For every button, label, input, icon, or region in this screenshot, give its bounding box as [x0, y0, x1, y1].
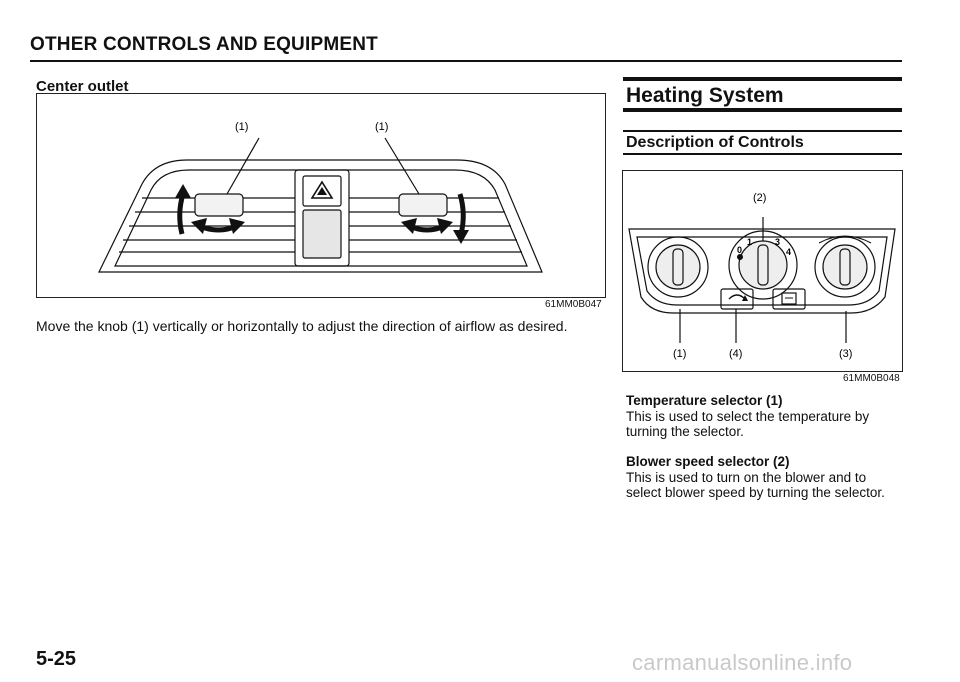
heater-panel-illustration: (2) (1) (4) (3) 0 1 3 4	[628, 192, 896, 360]
panel-figure-code: 61MM0B048	[843, 373, 900, 384]
airflow-mode-icons	[818, 235, 872, 244]
panel-callout-bottom-1: (1)	[673, 348, 686, 360]
outlet-figure-code: 61MM0B047	[545, 299, 602, 310]
heating-system-title: Heating System	[626, 84, 784, 107]
blower-speed-selector-text: This is used to turn on the blower and t…	[626, 469, 885, 501]
temperature-selector-heading: Temperature selector (1)	[626, 393, 783, 408]
horizontal-arrow-left-icon	[191, 218, 245, 234]
header-rule	[30, 60, 902, 62]
controls-subtitle-rule-top	[623, 130, 902, 132]
outlet-description: Move the knob (1) vertically or horizont…	[36, 318, 568, 334]
rear-defrost-icon	[781, 292, 797, 305]
blower-speed-selector-heading: Blower speed selector (2)	[626, 454, 790, 469]
panel-callout-top: (2)	[753, 192, 766, 204]
temperature-selector-text: This is used to select the temperature b…	[626, 408, 870, 440]
center-outlet-figure: (1) (1)	[36, 93, 606, 298]
hazard-triangle-icon	[310, 180, 334, 199]
recirculation-icon	[728, 294, 748, 301]
dial-number-3: 3	[775, 237, 780, 247]
vertical-arrow-right-icon	[453, 193, 469, 244]
outlet-callout-right: (1)	[375, 121, 388, 133]
horizontal-arrow-right-icon	[401, 218, 453, 234]
section-title: OTHER CONTROLS AND EQUIPMENT	[30, 34, 378, 55]
fan-icon	[737, 254, 743, 260]
heating-title-rule-top	[623, 77, 902, 81]
panel-callout-bottom-4: (4)	[729, 348, 742, 360]
center-outlet-illustration: (1) (1)	[98, 121, 543, 273]
dial-number-0: 0	[737, 245, 742, 255]
blower-speed-selector-block: Blower speed selector (2) This is used t…	[626, 454, 902, 501]
controls-subtitle-rule-bottom	[623, 153, 902, 155]
panel-callout-bottom-3: (3)	[839, 348, 852, 360]
center-outlet-heading: Center outlet	[36, 78, 129, 95]
heating-title-rule-bottom	[623, 108, 902, 112]
vertical-arrow-left-icon	[175, 184, 191, 235]
watermark: carmanualsonline.info	[632, 650, 853, 675]
outlet-callout-left: (1)	[235, 121, 248, 133]
temperature-selector-block: Temperature selector (1) This is used to…	[626, 393, 902, 440]
heater-panel-figure: (2) (1) (4) (3) 0 1 3 4	[622, 170, 903, 372]
description-of-controls-title: Description of Controls	[626, 134, 804, 151]
dial-number-4: 4	[786, 247, 791, 257]
dial-number-1: 1	[747, 237, 752, 247]
page-number: 5-25	[36, 648, 77, 670]
